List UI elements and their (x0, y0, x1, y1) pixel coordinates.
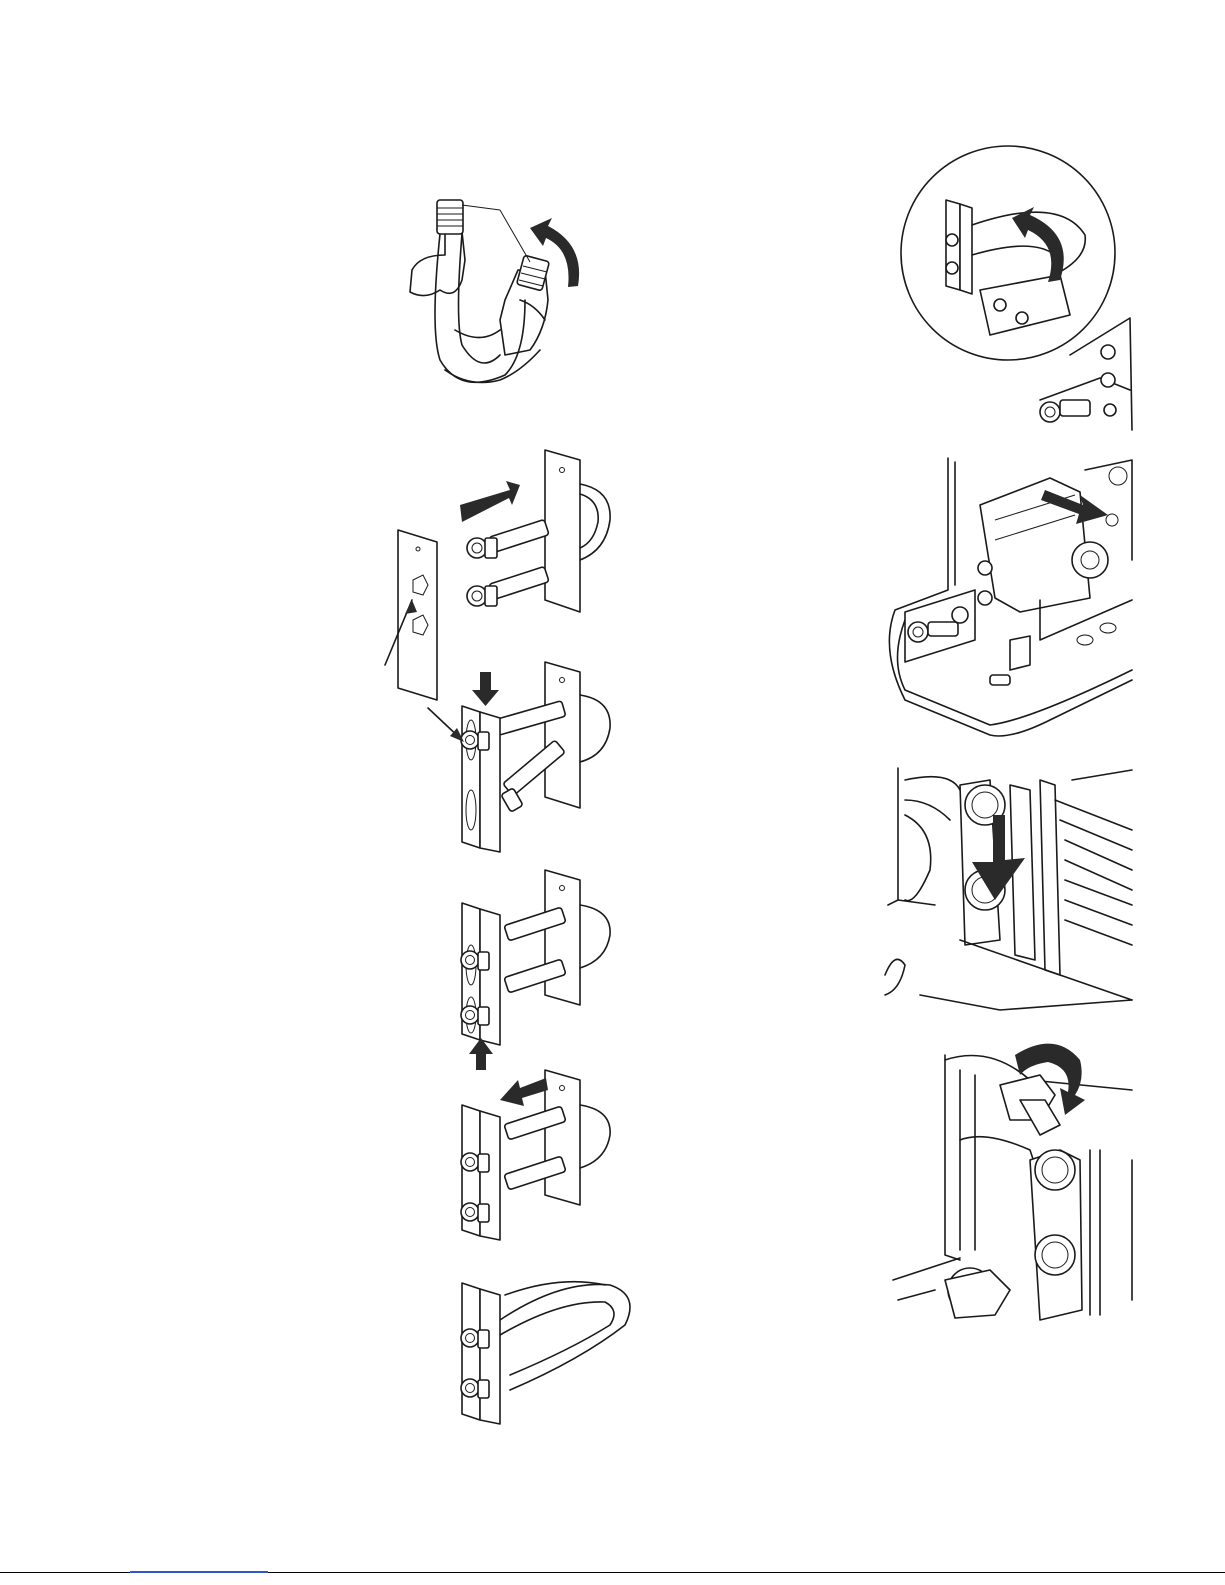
step-slide-down-illustration (885, 768, 1132, 1010)
step-push-assembly-illustration (461, 1070, 610, 1240)
step-slide-bracket-illustration (385, 450, 610, 700)
step-detail-circle-illustration (901, 146, 1132, 430)
step-tighten-knob-illustration (893, 1044, 1132, 1320)
step-bend-hose-illustration (410, 200, 579, 382)
step-insert-fitting-illustration (428, 662, 610, 852)
step-assembled-hose-illustration (461, 1282, 630, 1424)
step-mount-on-machine-illustration (889, 458, 1132, 736)
footer-link-underline[interactable] (130, 1571, 268, 1573)
step-raise-bracket-illustration (461, 870, 610, 1070)
